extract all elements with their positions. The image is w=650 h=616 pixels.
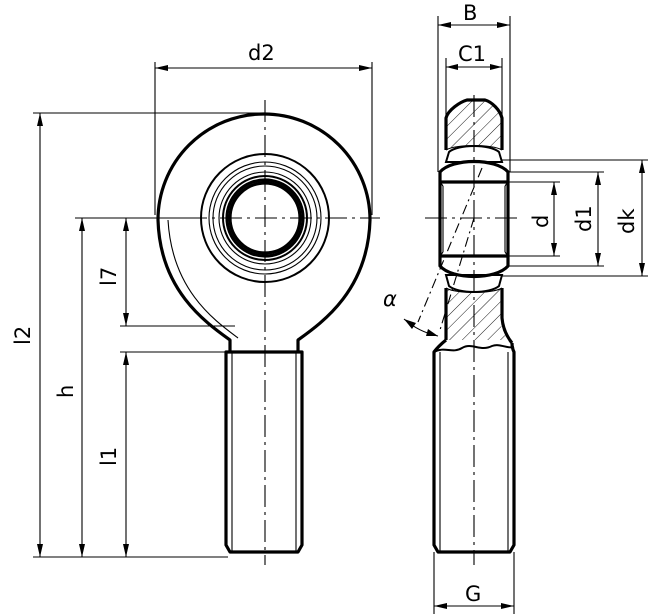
dim-d2: d2 [154, 41, 373, 215]
head-side-lower-outline [444, 288, 514, 344]
threaded-shank [224, 350, 304, 554]
head-side-outline [444, 98, 504, 150]
dim-h: h [54, 217, 190, 557]
front-view [150, 100, 380, 565]
dim-C1: C1 [445, 42, 503, 118]
break-line [433, 344, 515, 353]
rod-end-head-outline [156, 112, 372, 352]
label-l2: l2 [11, 326, 35, 345]
label-d1: d1 [572, 205, 596, 232]
dim-G: G [433, 552, 515, 614]
dim-d: d [508, 181, 560, 257]
label-C1: C1 [458, 42, 486, 66]
race-lower [444, 274, 504, 293]
side-view [417, 95, 520, 565]
label-B: B [463, 1, 477, 25]
label-d2: d2 [248, 41, 275, 65]
label-G: G [465, 582, 481, 606]
label-l7: l7 [97, 267, 121, 286]
dim-dk: dk [502, 159, 648, 277]
bore-chamfers [439, 181, 509, 257]
dim-B: B [437, 1, 511, 172]
label-h: h [54, 385, 78, 398]
head-inner-line [167, 219, 239, 339]
race-upper [444, 145, 504, 163]
label-d: d [529, 215, 553, 228]
dim-l2: l2 [11, 112, 262, 558]
label-l1: l1 [97, 447, 121, 466]
dim-l7: l7 [97, 218, 235, 327]
label-alpha: α [383, 287, 397, 311]
dim-l1: l1 [97, 351, 226, 557]
tilt-line-1 [417, 167, 483, 323]
dim-alpha: α [383, 287, 439, 337]
label-dk: dk [615, 208, 639, 234]
dim-d1: d1 [508, 171, 604, 267]
head-section-bottom-hatch [446, 288, 508, 340]
